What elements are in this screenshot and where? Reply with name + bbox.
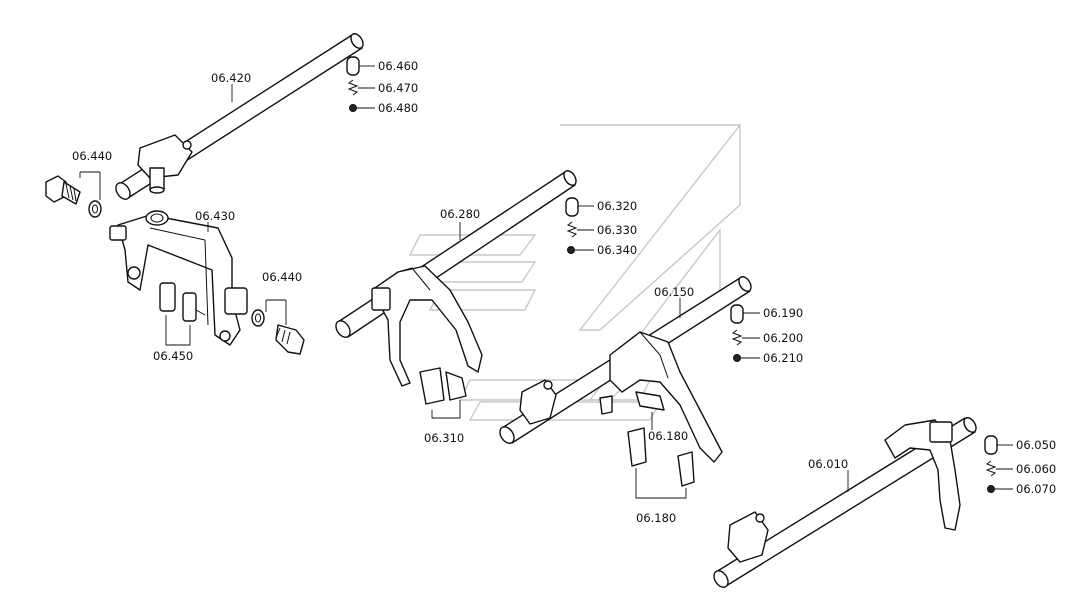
detent-set-06-320 (565, 197, 594, 254)
watermark-graphic (408, 122, 741, 421)
label-06-180-lower: 06.180 (636, 511, 676, 525)
label-06-470: 06.470 (378, 81, 418, 95)
detent-set-06-050 (984, 435, 1013, 493)
label-06-320: 06.320 (597, 199, 637, 213)
label-06-050: 06.050 (1016, 438, 1056, 452)
shift-rod-06-420 (115, 33, 364, 200)
label-06-330: 06.330 (597, 223, 637, 237)
label-06-210: 06.210 (763, 351, 803, 365)
label-06-440-left: 06.440 (72, 149, 112, 163)
label-06-310: 06.310 (424, 431, 464, 445)
label-06-200: 06.200 (763, 331, 803, 345)
label-06-060: 06.060 (1016, 462, 1056, 476)
label-06-420: 06.420 (211, 71, 251, 85)
bracket-06-430 (109, 210, 248, 346)
shift-rod-06-280 (335, 170, 577, 405)
label-06-180-upper: 06.180 (648, 429, 688, 443)
detent-set-06-190 (730, 304, 760, 362)
screw-06-440-left (45, 175, 102, 218)
label-06-460: 06.460 (378, 59, 418, 73)
shift-rod-06-150 (499, 276, 752, 487)
label-06-440-right: 06.440 (262, 270, 302, 284)
screw-06-440-right (251, 309, 305, 355)
label-06-480: 06.480 (378, 101, 418, 115)
label-06-450: 06.450 (153, 349, 193, 363)
label-06-280: 06.280 (440, 207, 480, 221)
label-06-010: 06.010 (808, 457, 848, 471)
part-labels: 06.420 06.460 06.470 06.480 06.440 06.43… (72, 59, 1056, 525)
label-06-430: 06.430 (195, 209, 235, 223)
label-06-340: 06.340 (597, 243, 637, 257)
leader-lines (79, 84, 849, 499)
label-06-150: 06.150 (654, 285, 694, 299)
detent-set-06-460 (346, 56, 375, 112)
label-06-190: 06.190 (763, 306, 803, 320)
shift-rod-06-010 (713, 417, 977, 588)
label-06-070: 06.070 (1016, 482, 1056, 496)
